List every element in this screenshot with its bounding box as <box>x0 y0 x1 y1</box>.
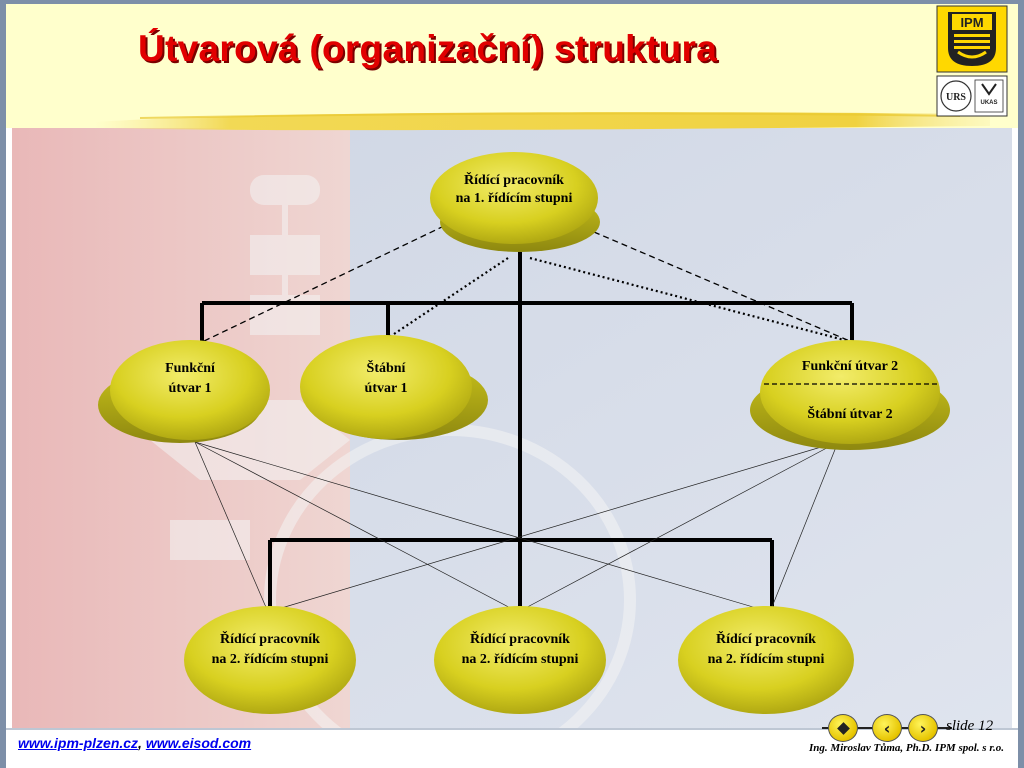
node-functional-staff-unit-2: Funkční útvar 2 Štábní útvar 2 <box>750 340 950 450</box>
ipm-plzen-link[interactable]: www.ipm-plzen.cz <box>18 735 139 751</box>
eisod-link[interactable]: www.eisod.com <box>145 735 252 751</box>
node-bottom-manager-2: Řídící pracovník na 2. řídícím stupni <box>434 606 606 714</box>
title-brush-stroke <box>95 112 990 131</box>
slide-number: slide 12 <box>946 718 994 734</box>
slide-title: Útvarová (organizační) struktura <box>138 28 718 69</box>
node-bottom3-line2: na 2. řídícím stupni <box>708 652 825 667</box>
node-bottom2-line2: na 2. řídícím stupni <box>462 652 579 667</box>
ipm-logo: IPM <box>936 5 1008 73</box>
node-top-line2: na 1. řídícím stupni <box>456 191 573 206</box>
footer-separator: , <box>138 735 142 751</box>
node-bottom3-line1: Řídící pracovník <box>716 630 816 647</box>
certification-logos: URS UKAS <box>936 75 1008 117</box>
home-button[interactable] <box>828 714 858 742</box>
urs-logo-text: URS <box>946 92 966 103</box>
home-diamond-icon <box>836 721 850 735</box>
hierarchy-lines <box>200 252 854 612</box>
node-top-manager: Řídící pracovník na 1. řídícím stupni <box>430 152 600 252</box>
node-func1-line1: Funkční <box>165 361 216 376</box>
chevron-right-icon: › <box>919 718 927 738</box>
urs-seal-icon <box>940 80 972 112</box>
node-bottom1-line2: na 2. řídícím stupni <box>212 652 329 667</box>
node-bottom-manager-1: Řídící pracovník na 2. řídícím stupni <box>184 606 356 714</box>
node-func2-line2: Štábní útvar 2 <box>807 405 892 422</box>
node-staff1-line1: Štábní <box>367 359 407 376</box>
node-func1-line2: útvar 1 <box>169 381 212 396</box>
author-credit: Ing. Miroslav Tůma, Ph.D. IPM spol. s r.… <box>809 742 1004 754</box>
left-frame-bar <box>0 0 6 768</box>
ukas-seal-icon <box>974 79 1004 113</box>
header-band <box>6 4 1018 128</box>
staff-dashed-lines <box>201 225 853 343</box>
next-slide-button[interactable]: › <box>908 714 938 742</box>
node-staff-unit-1: Štábní útvar 1 <box>300 335 488 440</box>
node-functional-unit-1: Funkční útvar 1 <box>98 340 270 443</box>
node-staff1-line2: útvar 1 <box>365 381 408 396</box>
node-bottom-manager-3: Řídící pracovník na 2. řídícím stupni <box>678 606 854 714</box>
previous-slide-button[interactable]: ‹ <box>872 714 902 742</box>
footer-links: www.ipm-plzen.cz, www.eisod.com <box>18 735 251 751</box>
ipm-logo-text: IPM <box>960 15 983 30</box>
node-func2-line1: Funkční útvar 2 <box>802 359 898 374</box>
node-bottom1-line1: Řídící pracovník <box>220 630 320 647</box>
ukas-logo-text: UKAS <box>980 100 997 106</box>
node-bottom2-line1: Řídící pracovník <box>470 630 570 647</box>
node-top-line1: Řídící pracovník <box>464 171 564 188</box>
staff-dotted-lines <box>387 256 853 344</box>
chevron-left-icon: ‹ <box>883 718 891 738</box>
functional-cross-lines <box>194 441 839 613</box>
